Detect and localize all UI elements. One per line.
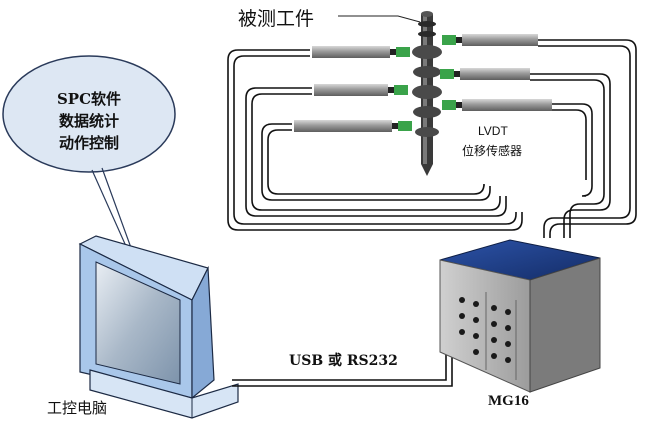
workpiece-leader-line [338, 15, 421, 23]
bubble-line-software: SPC软件 [56, 90, 122, 108]
computer-label: 工控电脑 [47, 399, 108, 417]
lvdt-sensor [442, 34, 538, 46]
sensor-cables [227, 39, 637, 238]
industrial-computer [78, 235, 239, 419]
lvdt-sensor [440, 68, 530, 80]
lvdt-sensor [314, 84, 408, 96]
lvdt-sensor [294, 120, 412, 132]
lvdt-sensor [312, 46, 410, 58]
lvdt-sublabel: 位移传感器 [462, 144, 523, 158]
connection-label: USB 或 RS232 [289, 353, 398, 369]
bubble-line-statistics: 数据统计 [58, 112, 119, 130]
bubble-line-control: 动作控制 [58, 134, 119, 152]
lvdt-sensor [442, 99, 552, 111]
workpiece-camshaft [412, 11, 442, 176]
lvdt-label: LVDT [478, 124, 508, 138]
device-label: MG16 [488, 393, 529, 409]
workpiece-label: 被测工件 [238, 8, 315, 30]
software-bubble [2, 55, 176, 301]
mg16-device [439, 239, 601, 393]
